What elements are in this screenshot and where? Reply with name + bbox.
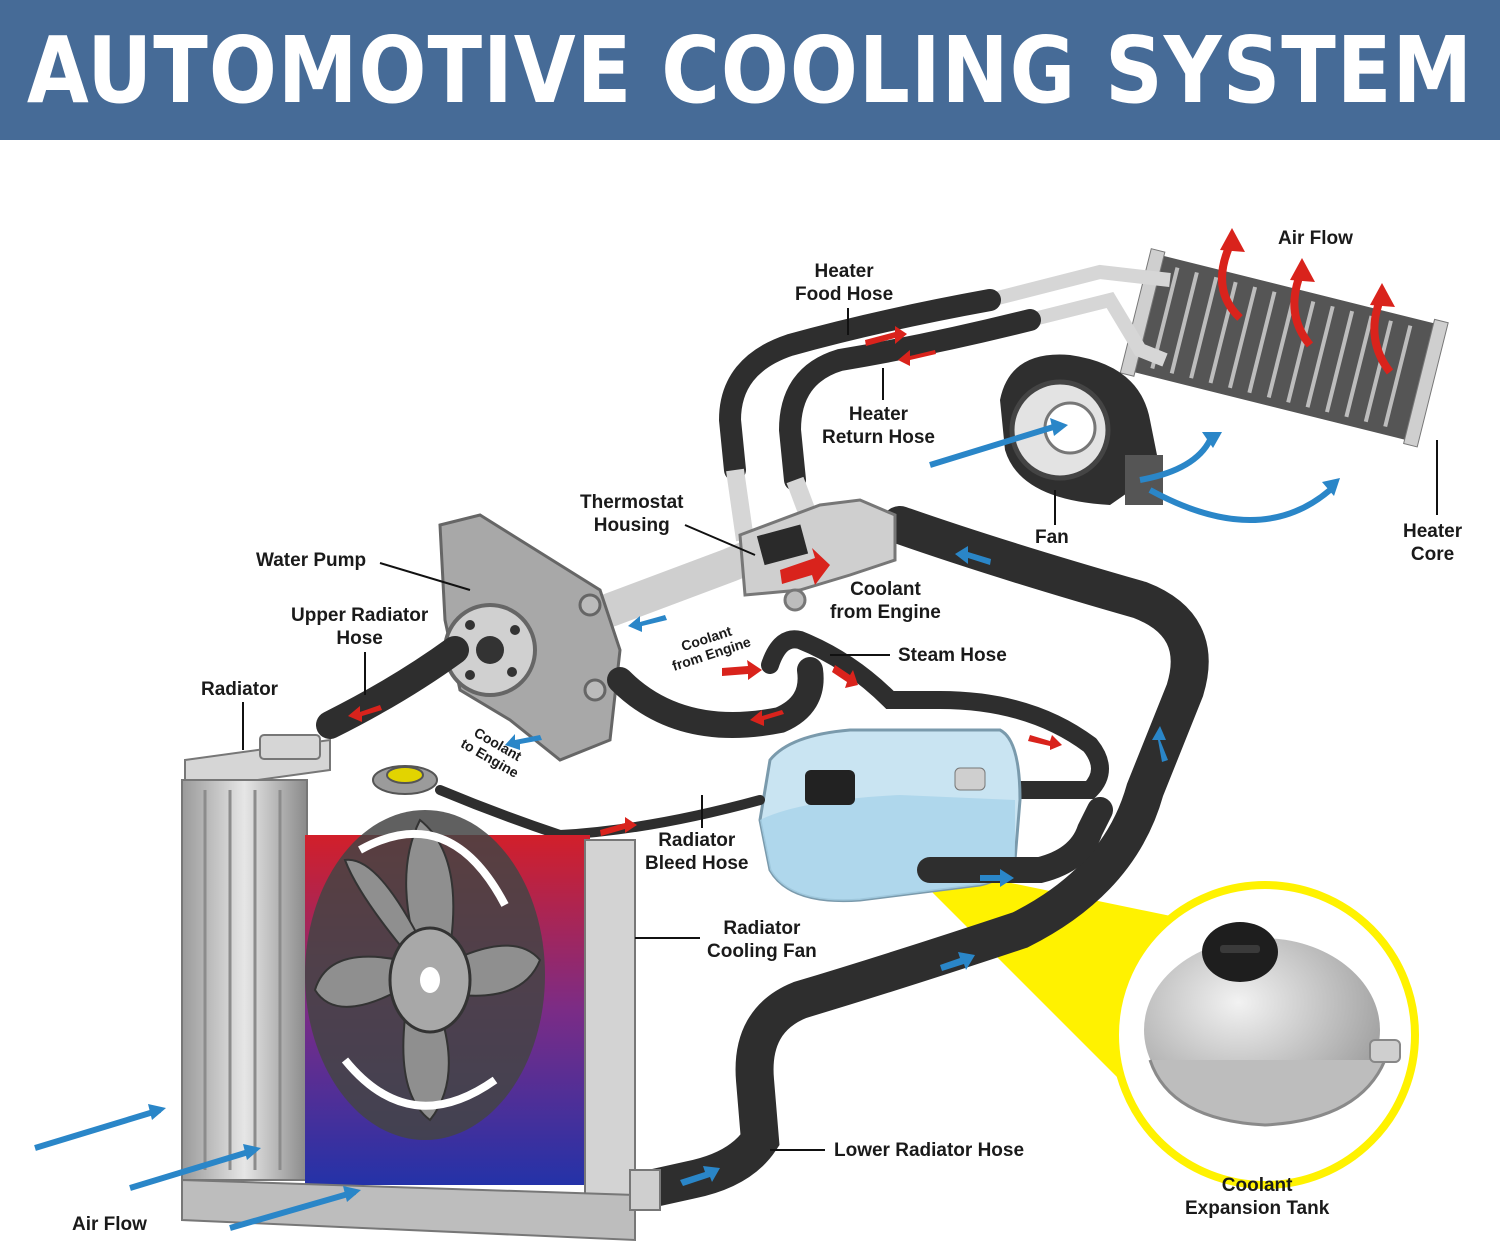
heater-food-hose: [718, 289, 1001, 481]
label-line: Expansion Tank: [1185, 1198, 1330, 1219]
label-lower-radiator-hose: Lower Radiator Hose: [834, 1140, 1025, 1161]
radiator-cap-icon: [372, 765, 438, 795]
tank-outlet-hose: [917, 797, 1113, 883]
leader-lines: [242, 308, 1438, 1151]
label-air-flow-bottom: Air Flow: [72, 1214, 147, 1235]
label-line: Core: [1410, 544, 1455, 565]
heater-tube: [988, 264, 1171, 307]
label-line: Return Hose: [822, 427, 935, 448]
label-steam-hose: Steam Hose: [898, 645, 1007, 666]
label-line: Hose: [336, 628, 383, 649]
label-upper-radiator-hose: Upper Radiator Hose: [291, 604, 428, 650]
label-water-pump: Water Pump: [256, 550, 367, 571]
steam-hose: [761, 630, 1109, 799]
label-line: Heater: [848, 404, 909, 425]
label-air-flow-top: Air Flow: [1278, 228, 1353, 249]
label-line: Heater: [814, 261, 874, 282]
label-heater-core: Heater Core: [1403, 520, 1462, 566]
air-swoosh-arrows: [34, 422, 1332, 1231]
label-coolant-expansion-tank: Coolant Expansion Tank: [1185, 1174, 1329, 1220]
label-line: Food Hose: [795, 284, 894, 305]
title-banner: AUTOMOTIVE COOLING SYSTEM: [0, 0, 1500, 140]
label-heater-return-hose: Heater Return Hose: [822, 403, 935, 449]
main-coolant-hose: [626, 506, 1209, 1209]
label-line: from Engine: [830, 602, 941, 623]
heater-tube: [1028, 291, 1168, 367]
label-line: Upper Radiator: [291, 605, 429, 626]
upper-radiator-hose: [316, 636, 469, 739]
label-line: Coolant: [850, 579, 921, 600]
radiator-fan-icon: [305, 810, 545, 1140]
blower-fan-icon: [1000, 354, 1163, 505]
bypass-hose: [607, 657, 824, 738]
label-coolant-from-engine: Coolant from Engine: [830, 578, 941, 624]
hot-flow-arrows: [348, 326, 1062, 836]
label-line: Bleed Hose: [645, 853, 749, 874]
radiator-bleed-hose: [435, 785, 765, 841]
label-fan: Fan: [1035, 527, 1069, 548]
label-radiator-cooling-fan: Radiator Cooling Fan: [707, 917, 817, 963]
label-line: Housing: [593, 515, 670, 536]
label-line: Heater: [1403, 521, 1463, 542]
label-heater-food-hose: Heater Food Hose: [795, 260, 893, 306]
label-radiator-bleed-hose: Radiator Bleed Hose: [645, 829, 748, 875]
heater-return-hose: [778, 309, 1041, 491]
expansion-tank-photo-icon: [1111, 881, 1419, 1189]
label-line: Cooling Fan: [707, 941, 817, 962]
label-thermostat-housing: Thermostat Housing: [580, 491, 683, 537]
label-line: Coolant: [1221, 1175, 1293, 1196]
page-title: AUTOMOTIVE COOLING SYSTEM: [26, 16, 1474, 124]
label-radiator: Radiator: [201, 679, 279, 700]
label-line: Thermostat: [580, 492, 684, 513]
water-pump-icon: [438, 513, 622, 762]
thermostat-icon: [738, 498, 897, 612]
label-line: Radiator: [723, 918, 801, 939]
label-line: Radiator: [658, 830, 736, 851]
heated-air-arrows: [1218, 243, 1394, 375]
cold-flow-arrows: [505, 546, 1168, 1186]
heater-core-icon: [1119, 248, 1449, 448]
